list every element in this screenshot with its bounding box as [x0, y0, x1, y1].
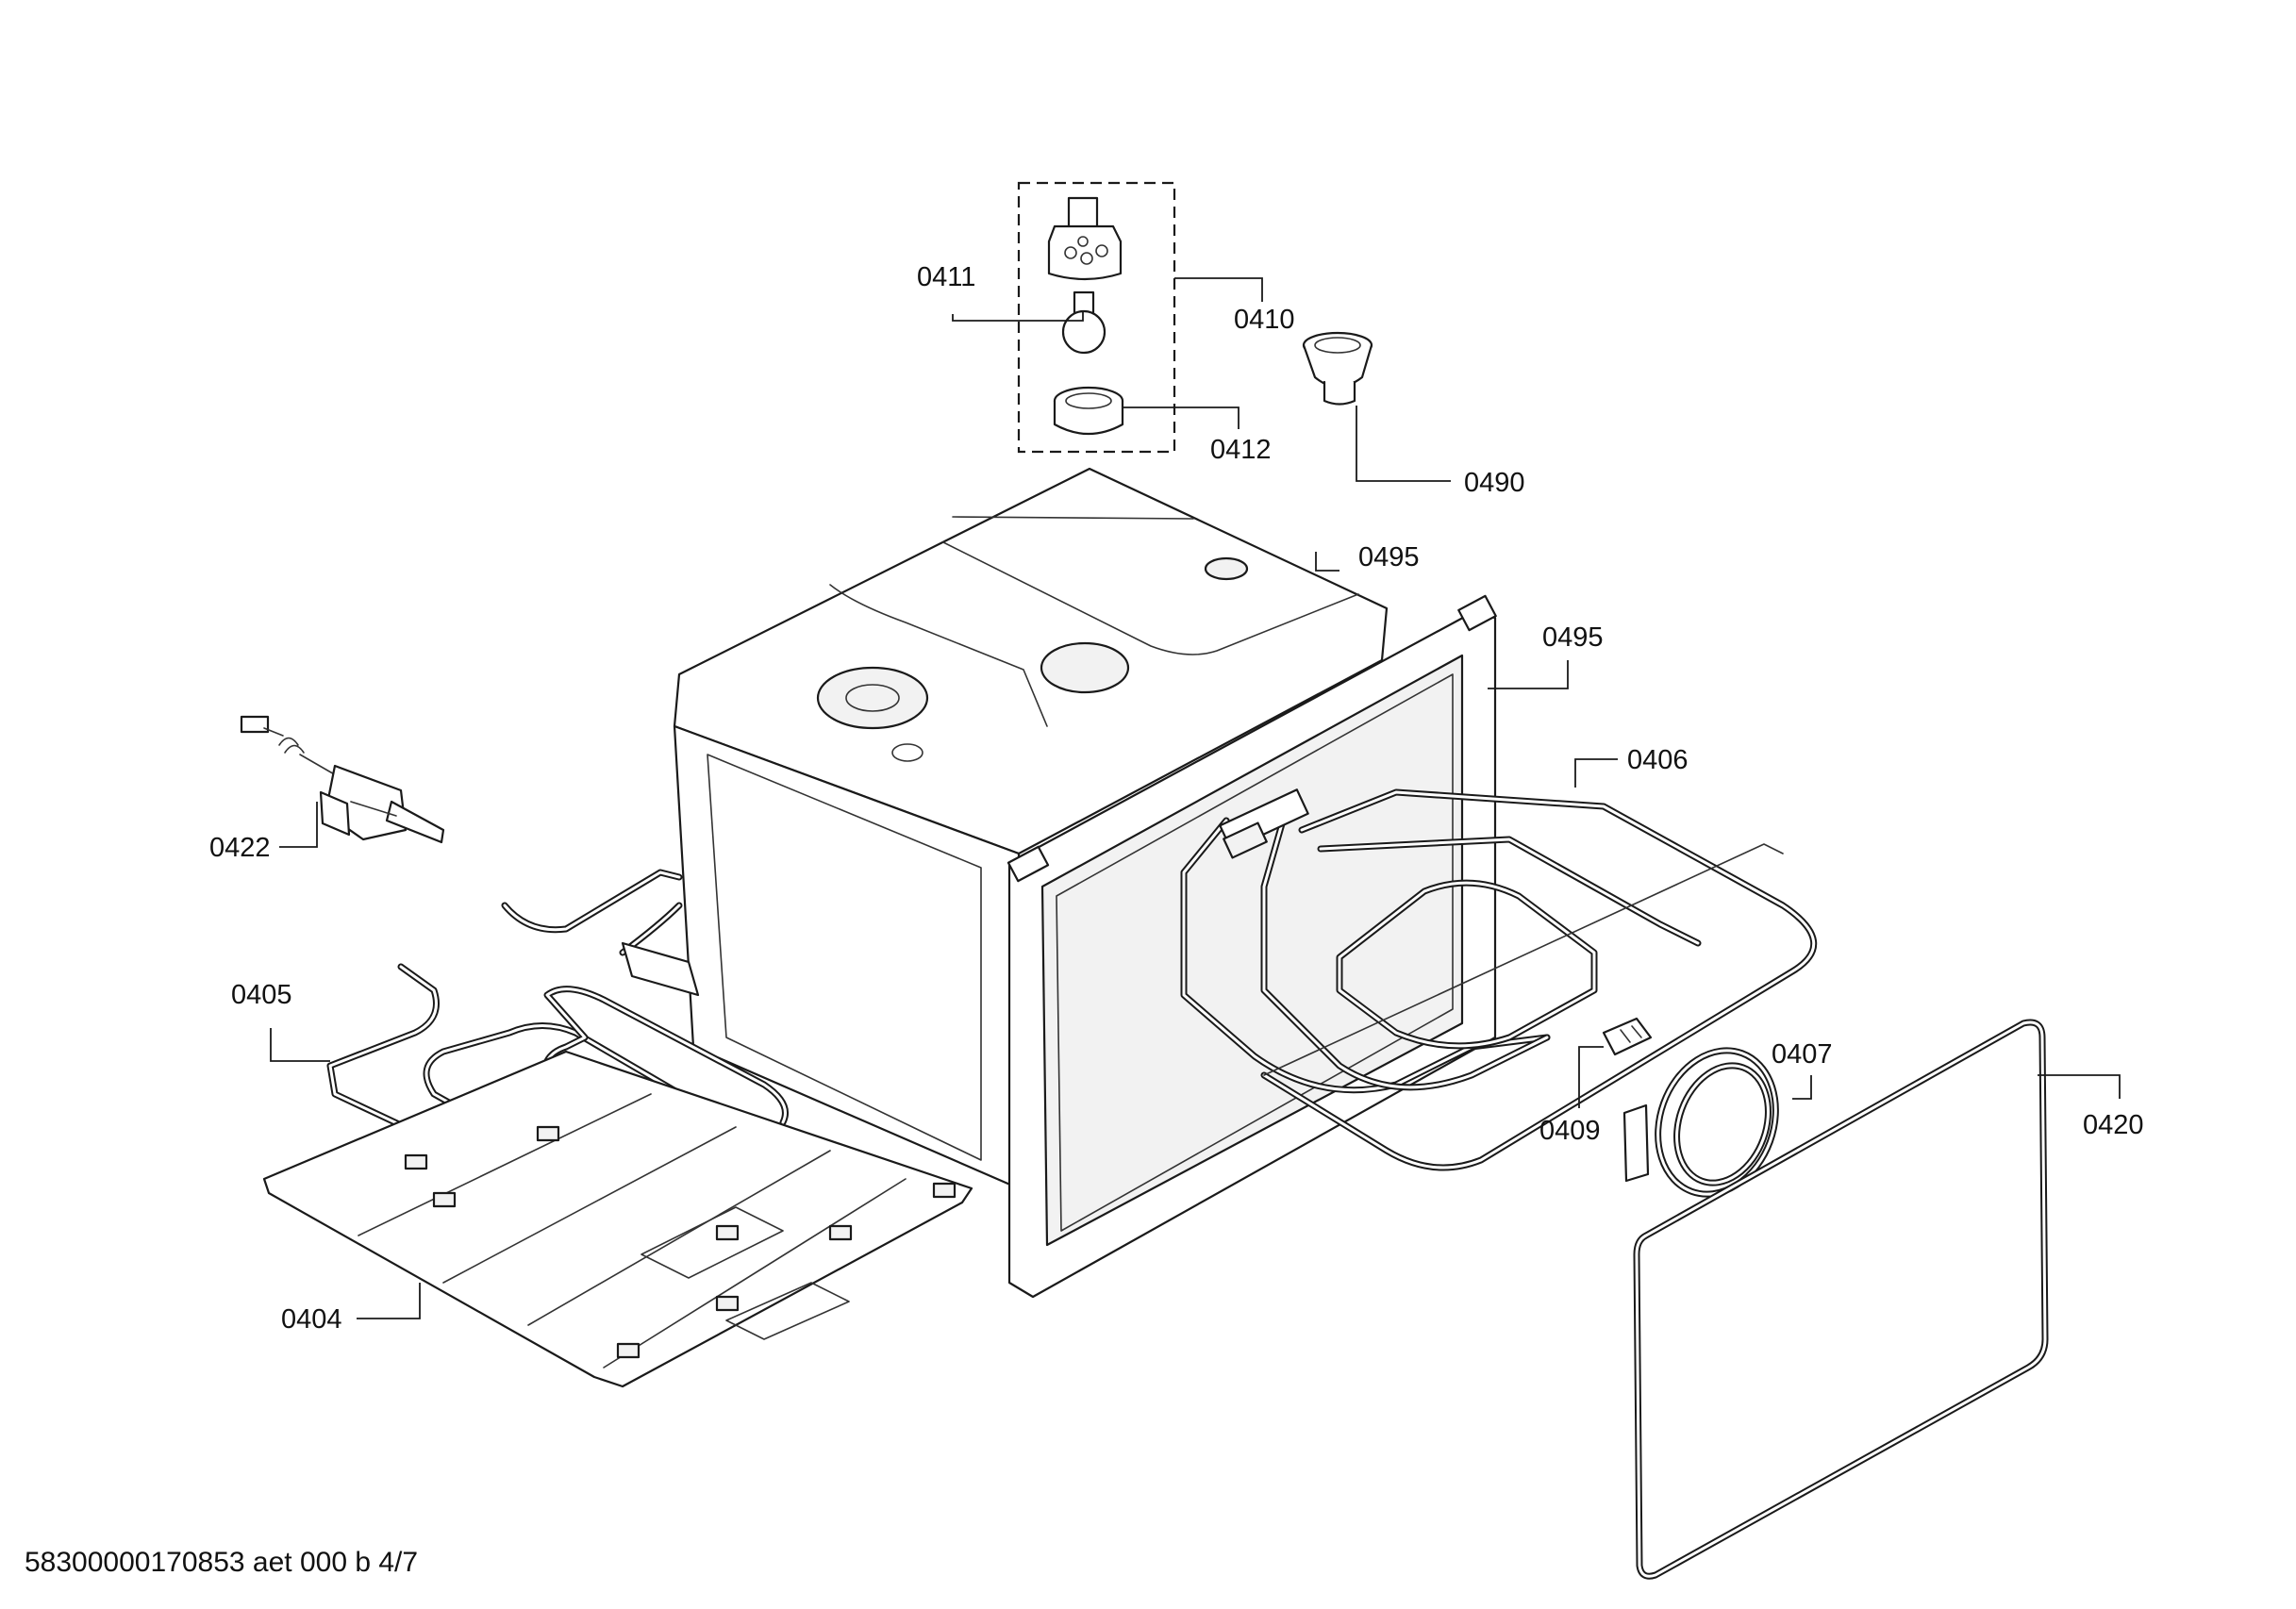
label-bottom-plate: 0404 — [281, 1304, 342, 1335]
grill-element[interactable] — [1180, 788, 1818, 1171]
circular-heating-element[interactable] — [1622, 1034, 1795, 1211]
element-bracket[interactable] — [1602, 1017, 1653, 1056]
leader-lines — [270, 277, 2121, 1319]
label-grill-element: 0406 — [1627, 745, 1689, 775]
oven-muffle[interactable] — [673, 467, 1497, 1299]
lamp-cover[interactable] — [1302, 331, 1373, 406]
label-lamp-ring: 0412 — [1210, 435, 1272, 465]
temperature-sensor[interactable] — [240, 715, 445, 844]
label-lamp-bulb: 0411 — [917, 262, 975, 292]
label-bottom-element: 0405 — [231, 980, 292, 1010]
label-door-seal: 0420 — [2083, 1110, 2144, 1140]
lamp-socket[interactable] — [1047, 196, 1123, 281]
label-bracket: 0409 — [1539, 1116, 1601, 1146]
label-muffle-top: 0495 — [1358, 542, 1420, 572]
label-temperature-sensor: 0422 — [209, 833, 271, 863]
lamp-assembly[interactable] — [1017, 181, 1176, 454]
door-seal[interactable] — [1633, 1019, 2049, 1580]
label-circular-element: 0407 — [1772, 1039, 1833, 1070]
lamp-ring[interactable] — [1053, 386, 1124, 435]
lamp-bulb[interactable] — [1061, 290, 1106, 355]
label-lamp-cover: 0490 — [1464, 468, 1525, 498]
document-footer-code: 58300000170853 aet 000 b 4/7 — [25, 1547, 419, 1578]
callout-labels: 0411 0410 0412 0490 0495 0495 0406 0422 … — [209, 262, 2144, 1335]
bottom-plate[interactable] — [262, 1050, 973, 1388]
lamp-assembly-group-box — [1017, 181, 1176, 454]
label-muffle-front: 0495 — [1542, 622, 1604, 653]
label-lamp-assembly: 0410 — [1234, 305, 1295, 335]
